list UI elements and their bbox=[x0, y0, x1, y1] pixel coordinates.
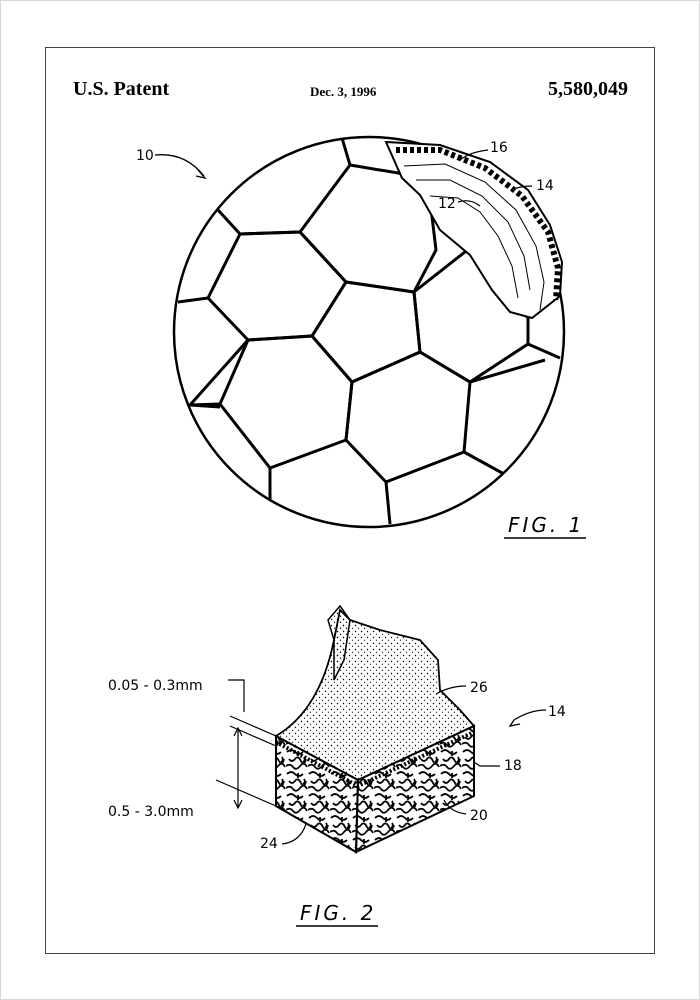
dim-thick-layer: 0.5 - 3.0mm bbox=[108, 804, 194, 820]
fig1-caption: FIG. 1 bbox=[508, 513, 584, 537]
label-ref-16: 16 bbox=[490, 140, 508, 156]
fig1-soccer-ball bbox=[172, 135, 566, 529]
fig2-caption: FIG. 2 bbox=[300, 901, 376, 925]
label-ref-14: 14 bbox=[536, 178, 554, 194]
label-ref-26: 26 bbox=[470, 680, 488, 696]
patent-number: 5,580,049 bbox=[548, 78, 628, 100]
label-ref-18: 18 bbox=[504, 758, 522, 774]
label-ref-14b: 14 bbox=[548, 704, 566, 720]
dim-thin-layer: 0.05 - 0.3mm bbox=[108, 678, 203, 694]
label-ref-12: 12 bbox=[438, 196, 456, 212]
patent-label: U.S. Patent bbox=[73, 78, 170, 100]
patent-date: Dec. 3, 1996 bbox=[310, 84, 377, 99]
label-ref-24: 24 bbox=[260, 836, 278, 852]
label-ref-20: 20 bbox=[470, 808, 488, 824]
fig2-material-section bbox=[274, 604, 476, 854]
label-ref-10: 10 bbox=[136, 148, 154, 164]
leader-10 bbox=[154, 154, 205, 177]
